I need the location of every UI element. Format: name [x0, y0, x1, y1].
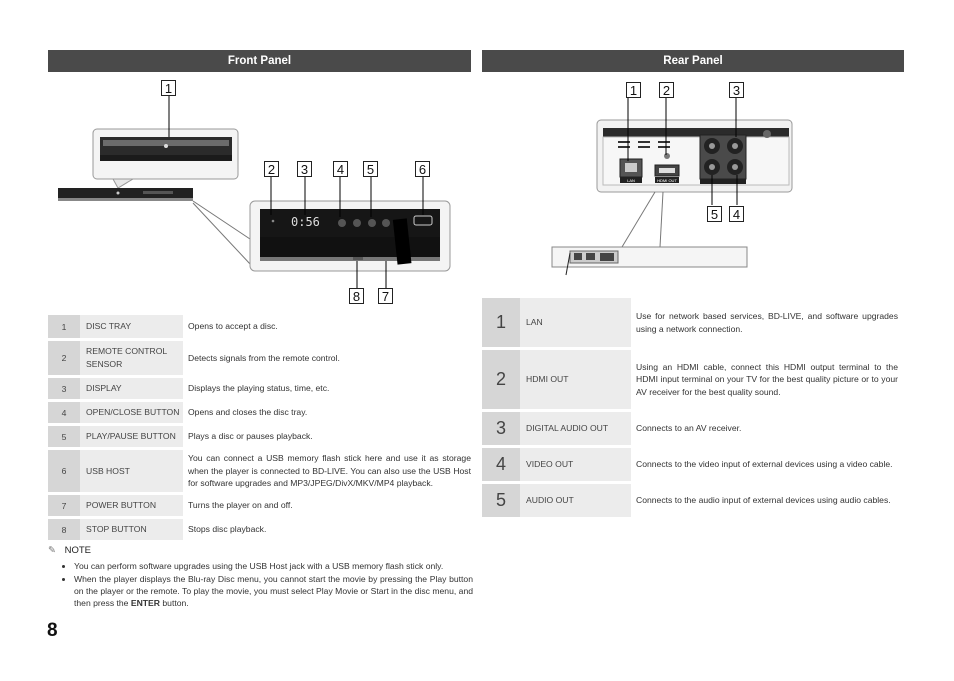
row-description: Displays the playing status, time, etc.: [188, 383, 330, 394]
table-row: 3 DISPLAY Displays the playing status, t…: [48, 378, 472, 399]
row-number: 3: [48, 378, 80, 399]
note-title: NOTE: [64, 545, 91, 556]
row-description: Connects to the audio input of external …: [636, 495, 891, 506]
front-callout-8: 8: [349, 288, 364, 304]
front-callout-2: 2: [264, 161, 279, 177]
note-section: ✎ NOTE You can perform software upgrades…: [48, 545, 473, 610]
row-description: Use for network based services, BD-LIVE,…: [636, 311, 898, 334]
rear-panel-drawing: LAN HDMI OUT: [551, 98, 793, 276]
row-label: OPEN/CLOSE BUTTON: [80, 402, 183, 423]
front-callout-7: 7: [378, 288, 393, 304]
front-callout-4: 4: [333, 161, 348, 177]
row-number: 3: [482, 412, 520, 445]
table-row: 4 VIDEO OUT Connects to the video input …: [482, 448, 904, 481]
row-label: PLAY/PAUSE BUTTON: [80, 426, 183, 447]
table-row: 1 DISC TRAY Opens to accept a disc.: [48, 315, 472, 338]
table-row: 5 PLAY/PAUSE BUTTON Plays a disc or paus…: [48, 426, 472, 447]
front-callout-3: 3: [297, 161, 312, 177]
row-description: Opens to accept a disc.: [188, 321, 278, 332]
row-description: Connects to the video input of external …: [636, 459, 893, 470]
front-callout-1: 1: [161, 80, 176, 96]
table-row: 8 STOP BUTTON Stops disc playback.: [48, 519, 472, 540]
front-callout-6: 6: [415, 161, 430, 177]
row-description: Stops disc playback.: [188, 524, 267, 535]
rear-panel-table: 1 LAN Use for network based services, BD…: [482, 295, 904, 520]
rear-callout-2: 2: [659, 82, 674, 98]
row-number: 7: [48, 495, 80, 516]
row-description: Connects to an AV receiver.: [636, 423, 742, 434]
table-row: 4 OPEN/CLOSE BUTTON Opens and closes the…: [48, 402, 472, 423]
rear-callout-5: 5: [707, 206, 722, 222]
row-number: 5: [482, 484, 520, 517]
row-number: 2: [48, 341, 80, 375]
row-description: Plays a disc or pauses playback.: [188, 431, 313, 442]
front-panel-header: Front Panel: [48, 50, 471, 72]
table-row: 3 DIGITAL AUDIO OUT Connects to an AV re…: [482, 412, 904, 445]
table-row: 5 AUDIO OUT Connects to the audio input …: [482, 484, 904, 517]
front-panel-table: 1 DISC TRAY Opens to accept a disc. 2 RE…: [48, 312, 472, 543]
note-item-text: You can perform software upgrades using …: [74, 561, 444, 571]
row-label: USB HOST: [80, 450, 183, 492]
front-callout-5: 5: [363, 161, 378, 177]
rear-callout-1: 1: [626, 82, 641, 98]
row-label: REMOTE CONTROL SENSOR: [80, 341, 183, 375]
row-label: VIDEO OUT: [520, 448, 631, 481]
note-pencil-icon: ✎: [48, 545, 56, 556]
row-number: 4: [482, 448, 520, 481]
row-label: DISC TRAY: [80, 315, 183, 338]
row-label: AUDIO OUT: [520, 484, 631, 517]
row-label: HDMI OUT: [520, 350, 631, 409]
rear-hdmi-port-label: HDMI OUT: [657, 178, 677, 183]
rear-panel-header: Rear Panel: [482, 50, 904, 72]
note-item: You can perform software upgrades using …: [74, 560, 473, 572]
row-number: 2: [482, 350, 520, 409]
row-description: Using an HDMI cable, connect this HDMI o…: [636, 361, 898, 397]
row-number: 1: [482, 298, 520, 347]
note-item-text: When the player displays the Blu-ray Dis…: [74, 574, 473, 608]
note-list: You can perform software upgrades using …: [48, 560, 473, 609]
row-number: 4: [48, 402, 80, 423]
rear-callout-4: 4: [729, 206, 744, 222]
row-number: 1: [48, 315, 80, 338]
row-label: LAN: [520, 298, 631, 347]
row-description: You can connect a USB memory flash stick…: [188, 453, 471, 489]
table-row: 1 LAN Use for network based services, BD…: [482, 298, 904, 347]
row-number: 6: [48, 450, 80, 492]
row-label: DISPLAY: [80, 378, 183, 399]
note-enter-keyword: ENTER: [130, 598, 160, 608]
front-panel-drawing: 0:56: [58, 95, 451, 288]
row-description: Opens and closes the disc tray.: [188, 407, 308, 418]
row-number: 8: [48, 519, 80, 540]
rear-callout-3: 3: [729, 82, 744, 98]
page-number: 8: [47, 620, 58, 641]
front-display-text: 0:56: [291, 215, 320, 229]
table-row: 2 HDMI OUT Using an HDMI cable, connect …: [482, 350, 904, 409]
rear-lan-port-label: LAN: [627, 178, 635, 183]
row-number: 5: [48, 426, 80, 447]
row-label: STOP BUTTON: [80, 519, 183, 540]
note-item-text-end: button.: [160, 598, 189, 608]
row-description: Detects signals from the remote control.: [188, 352, 340, 363]
table-row: 6 USB HOST You can connect a USB memory …: [48, 450, 472, 492]
row-label: POWER BUTTON: [80, 495, 183, 516]
table-row: 7 POWER BUTTON Turns the player on and o…: [48, 495, 472, 516]
row-label: DIGITAL AUDIO OUT: [520, 412, 631, 445]
row-description: Turns the player on and off.: [188, 500, 293, 511]
note-item: When the player displays the Blu-ray Dis…: [74, 573, 473, 609]
table-row: 2 REMOTE CONTROL SENSOR Detects signals …: [48, 341, 472, 375]
